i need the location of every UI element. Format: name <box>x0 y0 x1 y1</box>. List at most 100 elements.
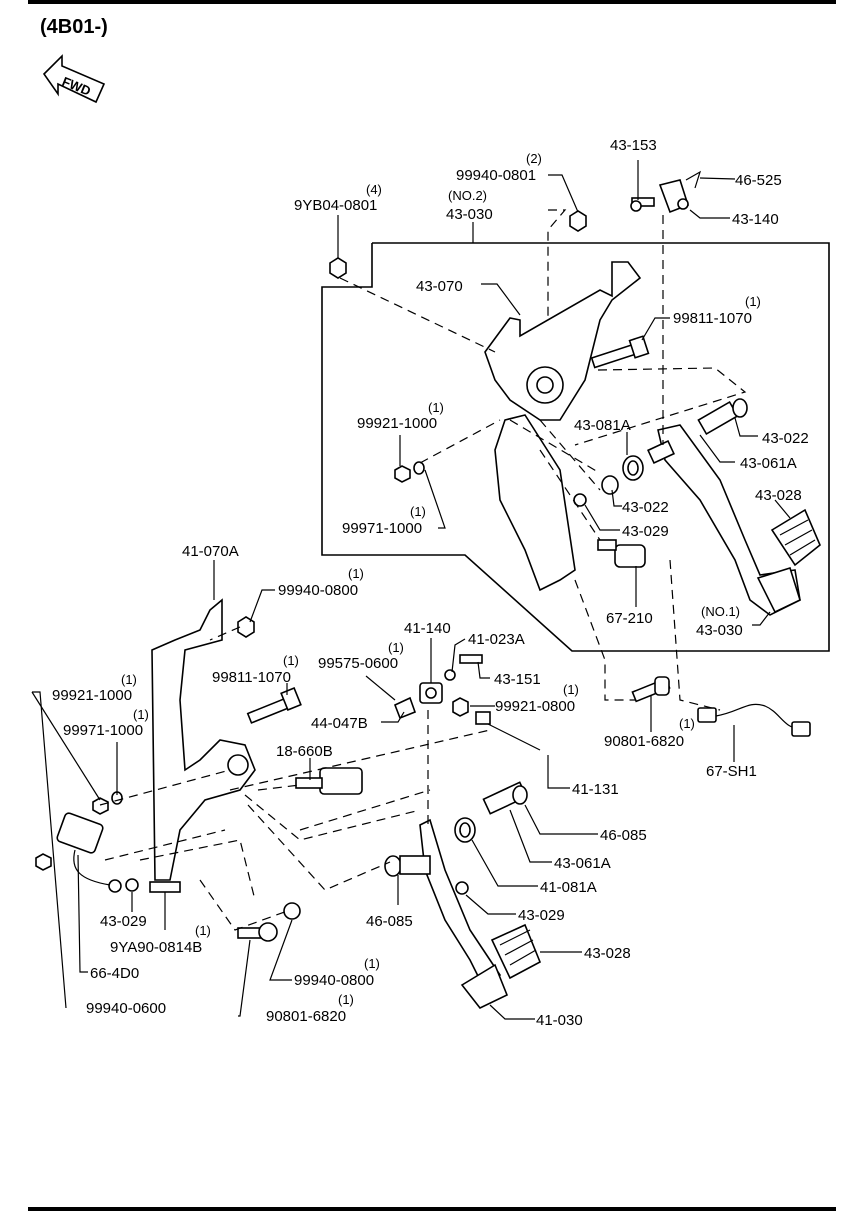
label-67-210: 67-210 <box>606 610 653 627</box>
pin-41-023a <box>444 669 456 681</box>
label-41-131: 41-131 <box>572 781 619 798</box>
label-99940-0801: 99940-0801 <box>456 167 536 184</box>
bushing-43-061a-a <box>697 398 748 436</box>
label-no2: (NO.2) <box>448 188 487 203</box>
stop-switch-67-210 <box>597 539 646 568</box>
label-99921-1000-a: 99921-1000 <box>357 415 437 432</box>
bolt-43-151 <box>459 654 483 664</box>
qty-99811-1070-a: (1) <box>745 294 761 309</box>
label-41-140: 41-140 <box>404 620 451 637</box>
label-43-030-bottom: 43-030 <box>696 622 743 639</box>
label-99811-1070-b: 99811-1070 <box>212 669 291 686</box>
nut-99921-0800 <box>452 697 469 717</box>
nut-99940-0600 <box>35 853 52 871</box>
label-99811-1070-a: 99811-1070 <box>673 310 752 327</box>
label-41-070a: 41-070A <box>182 543 239 560</box>
pedal-pad-rubber-43-028-b <box>490 923 542 980</box>
qty-99921-1000-b: (1) <box>121 672 137 687</box>
label-46-085-a: 46-085 <box>600 827 647 844</box>
brake-pedal-arm <box>494 414 576 592</box>
harness-67-sh1 <box>697 703 811 737</box>
qty-99940-0801: (2) <box>526 151 542 166</box>
bolt-9ya90-0814b <box>149 881 181 893</box>
nut-washer-99921-1000-a <box>394 461 425 483</box>
label-46-525: 46-525 <box>735 172 782 189</box>
bolt-43-153 <box>630 197 655 212</box>
clutch-pedal-bracket <box>151 598 256 881</box>
label-43-140: 43-140 <box>732 211 779 228</box>
qty-9ya90-0814b: (1) <box>195 923 211 938</box>
label-66-4d0: 66-4D0 <box>90 965 139 982</box>
label-99921-1000-b: 99921-1000 <box>52 687 132 704</box>
label-no1: (NO.1) <box>701 604 740 619</box>
label-18-660b: 18-660B <box>276 743 333 760</box>
label-41-023a: 41-023A <box>468 631 525 648</box>
label-99971-1000-b: 99971-1000 <box>63 722 143 739</box>
nut-99940-0800-a <box>237 616 255 638</box>
label-43-061a-b: 43-061A <box>554 855 611 872</box>
bolt-99811-1070-a <box>590 335 650 369</box>
label-90801-6820-b: 90801-6820 <box>266 1008 346 1025</box>
bracket-43-140 <box>658 179 689 214</box>
label-43-029-a: 43-029 <box>622 523 669 540</box>
label-9ya90-0814b: 9YA90-0814B <box>110 939 202 956</box>
label-41-081a: 41-081A <box>540 879 597 896</box>
bushing-43-022 <box>601 439 675 495</box>
pedal-pad-rubber-43-028-a <box>770 508 821 567</box>
label-41-030: 41-030 <box>536 1012 583 1029</box>
qty-99811-1070-b: (1) <box>283 653 299 668</box>
nut-99940-0800-b <box>283 902 301 920</box>
clutch-pedal-arm <box>419 818 502 992</box>
switch-18-660b <box>295 767 363 795</box>
bolt-99811-1070-b <box>246 686 302 724</box>
stopper-43-029-c <box>125 878 139 892</box>
qty-99575-0600: (1) <box>388 640 404 655</box>
pedal-pad-no1 <box>756 566 801 614</box>
label-43-028-a: 43-028 <box>755 487 802 504</box>
pushrod-41-131 <box>475 711 541 751</box>
label-44-047b: 44-047B <box>311 715 368 732</box>
label-43-029-b: 43-029 <box>518 907 565 924</box>
nut-99940-0801 <box>569 210 587 232</box>
label-43-081a: 43-081A <box>574 417 631 434</box>
bottom-rule <box>28 1207 836 1211</box>
spring-41-081a <box>454 817 476 843</box>
spring-43-081a <box>622 455 644 481</box>
qty-99921-0800: (1) <box>563 682 579 697</box>
brake-pedal-group-box <box>321 242 830 652</box>
qty-99940-0800-a: (1) <box>348 566 364 581</box>
fwd-arrow-icon: FWD <box>42 54 106 104</box>
diagram-code: (4B01-) <box>40 16 108 38</box>
label-43-022-a: 43-022 <box>762 430 809 447</box>
bushing-46-085-b <box>384 855 431 877</box>
clip-46-525 <box>685 170 702 189</box>
nut-9yb04-0801 <box>329 257 347 279</box>
label-99921-0800: 99921-0800 <box>495 698 575 715</box>
qty-99921-1000-a: (1) <box>428 400 444 415</box>
label-43-153: 43-153 <box>610 137 657 154</box>
label-43-029-c: 43-029 <box>100 913 147 930</box>
label-43-030-top: 43-030 <box>446 206 493 223</box>
label-99940-0800-b: 99940-0800 <box>294 972 374 989</box>
pedal-pad-41-030 <box>460 963 509 1010</box>
qty-99971-1000-b: (1) <box>133 707 149 722</box>
bolt-90801-6820-b <box>237 922 278 942</box>
qty-9yb04-0801: (4) <box>366 182 382 197</box>
qty-90801-6820-a: (1) <box>679 716 695 731</box>
label-9yb04-0801: 9YB04-0801 <box>294 197 377 214</box>
label-43-022-b: 43-022 <box>622 499 669 516</box>
leader-lines <box>31 160 791 1020</box>
label-99940-0800-a: 99940-0800 <box>278 582 358 599</box>
label-99940-0600: 99940-0600 <box>86 1000 166 1017</box>
qty-99940-0800-b: (1) <box>364 956 380 971</box>
label-46-085-b: 46-085 <box>366 913 413 930</box>
label-67-sh1: 67-SH1 <box>706 763 757 780</box>
label-99575-0600: 99575-0600 <box>318 655 398 672</box>
label-99971-1000-a: 99971-1000 <box>342 520 422 537</box>
brake-pedal-bracket <box>484 261 642 421</box>
switch-66-4d0 <box>56 812 122 893</box>
bolt-90801-6820-a <box>631 676 671 703</box>
qty-90801-6820-b: (1) <box>338 992 354 1007</box>
label-43-151: 43-151 <box>494 671 541 688</box>
